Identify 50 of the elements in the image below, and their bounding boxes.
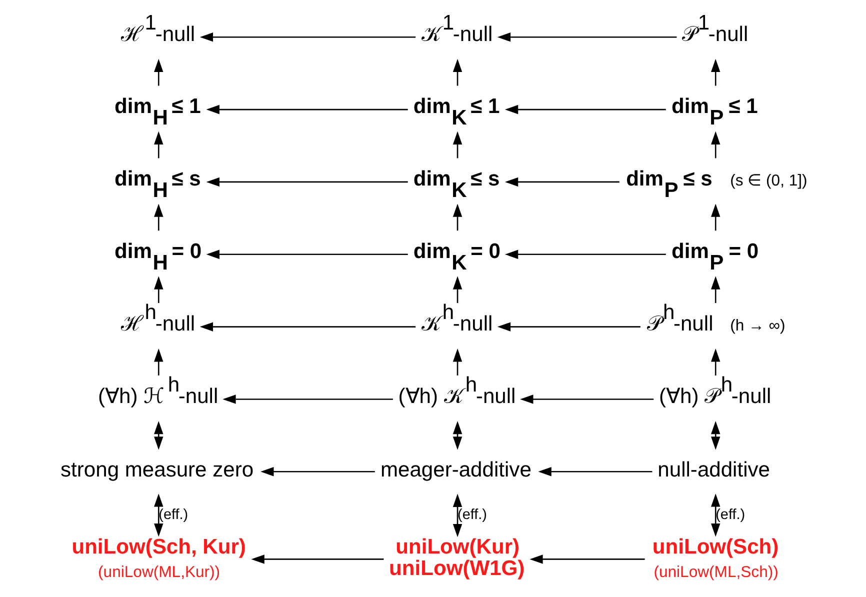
arrow	[154, 420, 163, 450]
node-label: (h → ∞)	[730, 317, 785, 334]
node-text: null-additive	[657, 458, 770, 482]
arrow	[496, 322, 640, 332]
edge-label: (eff.)	[457, 506, 487, 523]
arrow	[710, 420, 720, 450]
arrow	[154, 58, 163, 86]
arrow	[710, 131, 720, 158]
arrow	[710, 204, 720, 231]
arrow	[452, 204, 462, 231]
edge-label: (eff.)	[715, 506, 745, 523]
arrow	[222, 394, 392, 404]
arrow	[199, 322, 416, 332]
arrow	[496, 32, 676, 42]
arrow	[206, 104, 408, 114]
arrow	[154, 131, 163, 158]
arrow	[206, 250, 408, 259]
arrow	[452, 276, 462, 304]
arrow	[520, 394, 654, 404]
arrow	[452, 348, 462, 376]
arrow	[199, 32, 416, 42]
node-text: uniLow(Kur) uniLow(W1G)	[388, 536, 524, 580]
arrow	[260, 467, 374, 476]
arrow	[710, 276, 720, 304]
node-label: (uniLow(ML,Kur))	[98, 564, 220, 582]
arrow	[529, 554, 644, 564]
arrow	[154, 204, 163, 231]
arrow	[710, 494, 720, 537]
arrow	[154, 348, 163, 376]
arrow	[452, 494, 462, 538]
node-text: uniLow(Sch, Kur)	[71, 536, 246, 559]
arrow	[154, 276, 163, 304]
arrow	[250, 554, 384, 564]
arrow	[452, 131, 462, 158]
arrow	[452, 58, 462, 86]
arrow	[452, 420, 462, 450]
node-text: strong measure zero	[60, 458, 254, 482]
arrow	[154, 494, 163, 537]
arrow	[504, 177, 619, 187]
arrow	[710, 58, 720, 86]
arrow	[538, 467, 652, 476]
edge-label: (eff.)	[158, 506, 188, 523]
arrow	[710, 348, 720, 376]
arrow	[504, 104, 666, 114]
arrow	[504, 250, 666, 259]
node-text: meager-additive	[380, 458, 531, 482]
node-text: uniLow(Sch)	[652, 536, 778, 559]
node-label: (s ∈ (0, 1])	[730, 172, 807, 190]
node-label: (uniLow(ML,Sch))	[653, 564, 778, 582]
arrow	[206, 177, 408, 187]
